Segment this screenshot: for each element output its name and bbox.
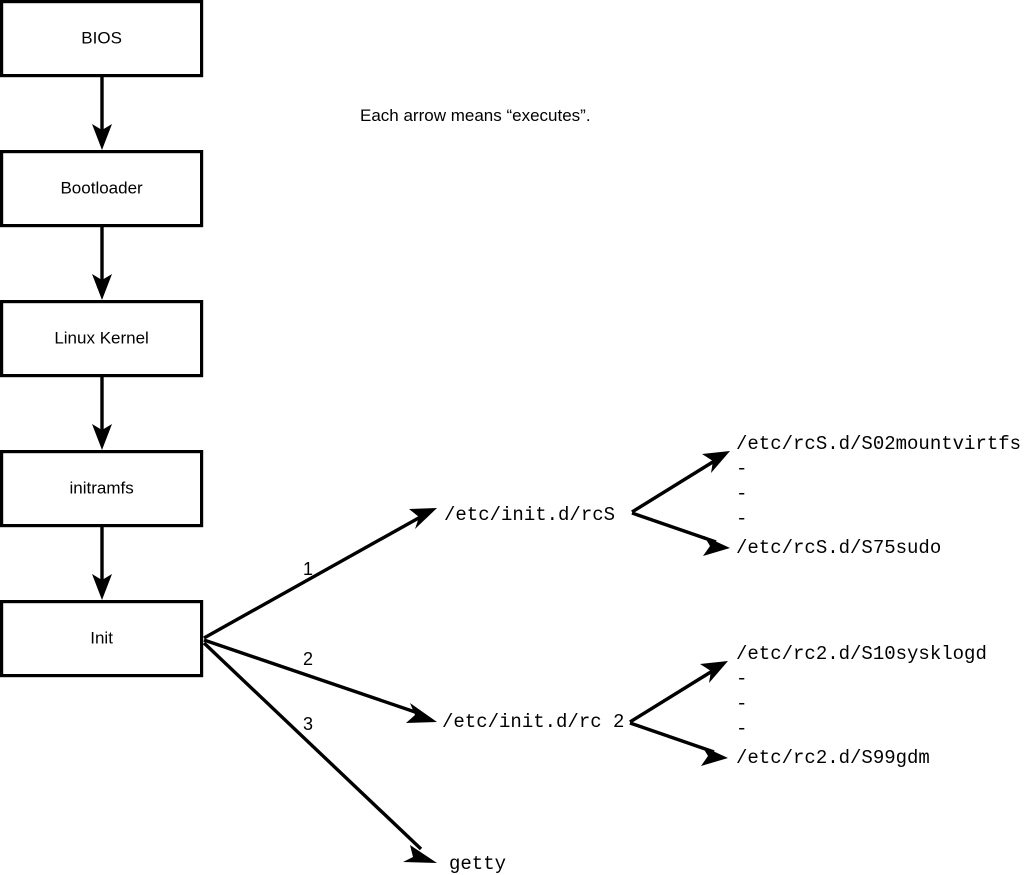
node-init[interactable]: Init [0, 599, 204, 678]
edge-number-1: 1 [303, 559, 313, 579]
rc2-ellipsis-dash-3: - [736, 718, 747, 740]
branch-label-rcs[interactable]: /etc/init.d/rcS [444, 504, 615, 526]
edge-number-2: 2 [303, 649, 313, 669]
node-linux-kernel-box [0, 300, 204, 378]
rc2-script-last[interactable]: /etc/rc2.d/S99gdm [736, 747, 930, 769]
node-bootloader[interactable]: Bootloader [0, 150, 204, 228]
rc2-ellipsis-dash-1: - [736, 668, 747, 690]
node-init-box [0, 599, 204, 678]
arrow-rc2-to-first-script [629, 661, 728, 724]
node-bootloader-box [0, 150, 204, 228]
rcs-ellipsis-dash-3: - [736, 508, 747, 530]
rcs-script-first[interactable]: /etc/rcS.d/S02mountvirtfs [736, 433, 1021, 455]
node-bios[interactable]: BIOS [0, 0, 204, 78]
node-bios-label: BIOS [81, 28, 122, 47]
diagram-caption: Each arrow means “executes”. [360, 106, 591, 125]
branch-label-getty[interactable]: getty [449, 853, 506, 875]
arrow-bootloader-to-kernel [92, 226, 112, 300]
node-linux-kernel[interactable]: Linux Kernel [0, 300, 204, 378]
rcs-ellipsis-dash-2: - [736, 483, 747, 505]
edge-number-3: 3 [303, 714, 313, 734]
arrow-rc2-to-last-script [629, 721, 728, 766]
rc2-script-first[interactable]: /etc/rc2.d/S10sysklogd [736, 643, 987, 665]
rcs-ellipsis-dash-1: - [736, 458, 747, 480]
node-initramfs[interactable]: initramfs [0, 450, 204, 528]
arrow-rcs-to-last-script [631, 511, 730, 556]
node-init-label: Init [90, 628, 113, 647]
branch-label-rc2[interactable]: /etc/init.d/rc 2 [442, 711, 624, 733]
node-initramfs-box [0, 450, 204, 528]
arrow-rcs-to-first-script [631, 451, 730, 514]
rc2-ellipsis-dash-2: - [736, 693, 747, 715]
node-initramfs-label: initramfs [69, 478, 133, 497]
arrow-init-branch-3 [202, 641, 437, 863]
rcs-script-last[interactable]: /etc/rcS.d/S75sudo [736, 537, 941, 559]
node-linux-kernel-label: Linux Kernel [54, 328, 149, 347]
arrow-kernel-to-initramfs [92, 376, 112, 450]
arrow-bios-to-bootloader [92, 76, 112, 150]
arrow-init-branch-1 [203, 508, 437, 640]
node-bios-box [0, 0, 204, 78]
node-bootloader-label: Bootloader [60, 178, 143, 197]
arrow-init-branch-2 [203, 638, 437, 723]
arrow-initramfs-to-init [92, 526, 112, 600]
